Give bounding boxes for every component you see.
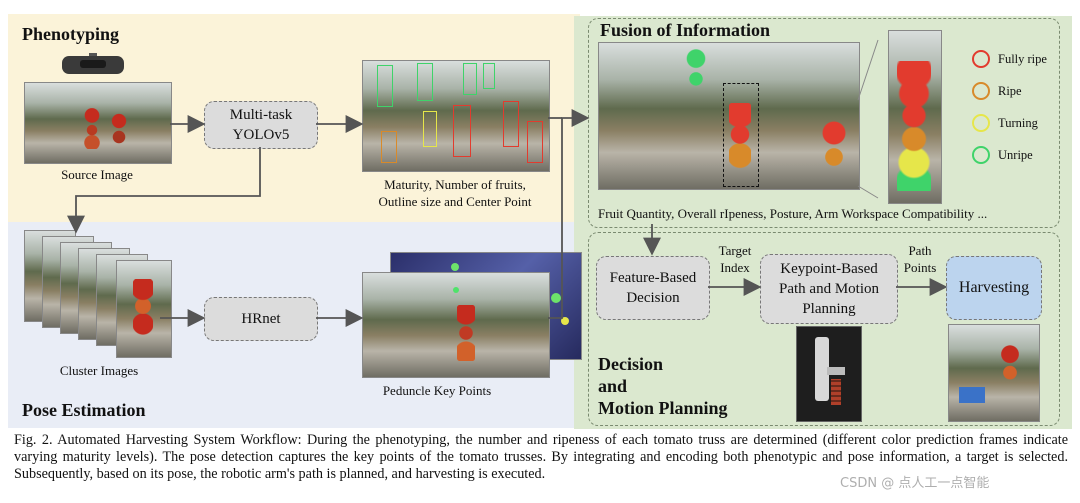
legend-item-ripe: Ripe [972,82,1047,100]
path-points-label: Path Points [903,243,937,275]
source-image [24,82,172,164]
robot-arm-image [796,326,862,422]
camera-icon [62,53,124,74]
peduncle-image [362,272,550,378]
harvesting-node: Harvesting [946,256,1042,320]
legend-item-unripe: Unripe [972,146,1047,164]
harvest-photo [948,324,1040,422]
fusion-title: Fusion of Information [600,20,771,40]
fully-ripe-ring-icon [972,50,990,68]
figure-caption: Fig. 2. Automated Harvesting System Work… [14,432,1068,482]
decision-title: Decision and Motion Planning [598,354,728,418]
target-index-label: Target Index [718,243,752,275]
source-image-caption: Source Image [61,167,133,182]
fusion-image [598,42,860,190]
cluster-images-caption: Cluster Images [59,363,139,378]
maturity-detection-image [362,60,550,172]
unripe-ring-icon [972,146,990,164]
watermark: CSDN @ 点人工一点智能 [840,476,990,491]
peduncle-caption: Peduncle Key Points [382,383,492,398]
ripe-ring-icon [972,82,990,100]
multitask-yolov5-node: Multi-task YOLOv5 [204,101,318,149]
feature-decision-node: Feature-Based Decision [596,256,710,320]
keypoint-planning-node: Keypoint-Based Path and Motion Planning [760,254,898,324]
legend-item-turning: Turning [972,114,1047,132]
zoom-line-bottom [857,185,879,199]
hrnet-node: HRnet [204,297,318,341]
arrow-yolo-to-clusters [67,147,261,234]
ripeness-legend: Fully ripe Ripe Turning Unripe [972,50,1047,164]
zoom-line-top [857,39,879,101]
maturity-caption: Maturity, Number of fruits, Outline size… [378,177,532,209]
legend-item-fully-ripe: Fully ripe [972,50,1047,68]
decision-box [588,232,1060,426]
phenotyping-title: Phenotyping [22,24,120,44]
pose-estimation-title: Pose Estimation [22,400,146,420]
cluster-images [24,230,174,360]
arrow-to-fusion [548,109,590,319]
fusion-outputs-caption: Fruit Quantity, Overall rIpeness, Postur… [598,206,988,221]
fusion-zoom-image [888,30,942,204]
turning-ring-icon [972,114,990,132]
